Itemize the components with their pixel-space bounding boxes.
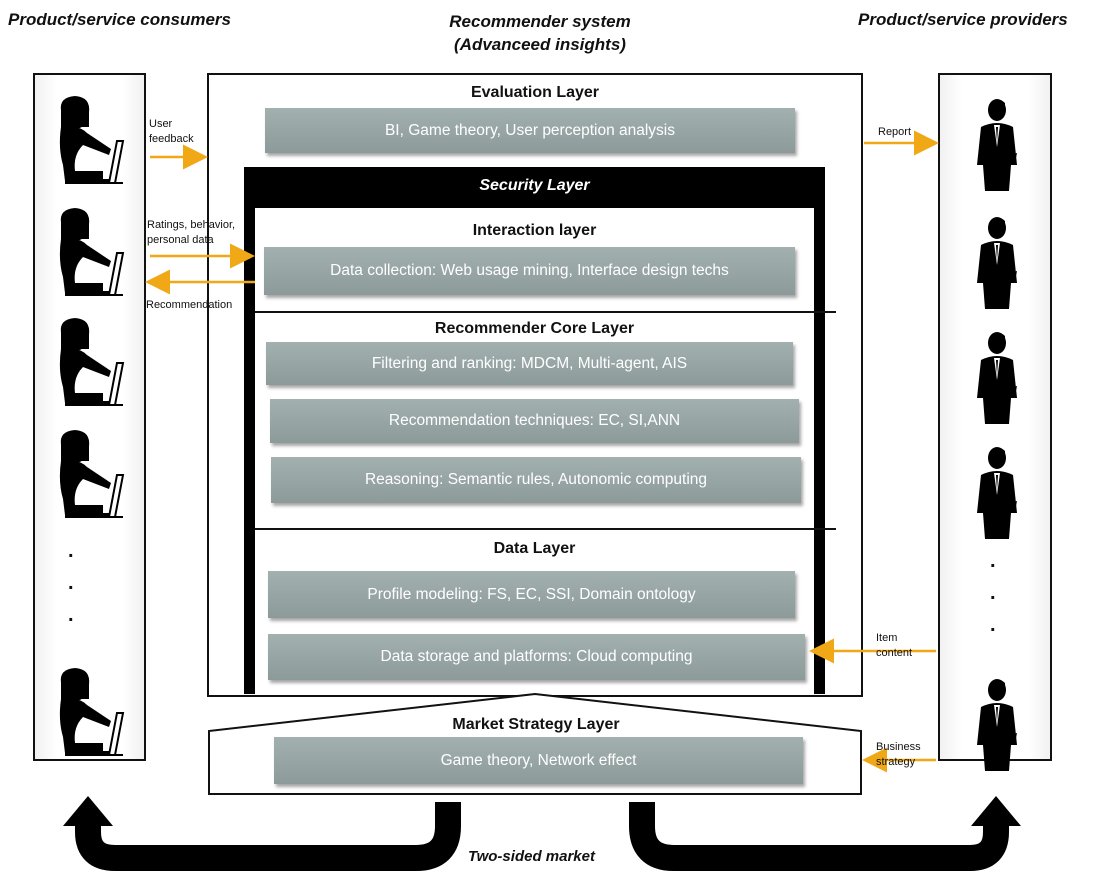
system-header-line1: Recommender system: [449, 12, 631, 31]
market-item: Game theory, Network effect: [274, 737, 803, 784]
right-market-arrowhead: [971, 796, 1021, 826]
system-header-line2: (Advanceed insights): [454, 35, 626, 54]
ratings-label: Ratings, behavior, personal data: [147, 219, 236, 246]
evaluation-layer-title: Evaluation Layer: [470, 84, 600, 101]
core-item-techniques: Recommendation techniques: EC, SI,ANN: [270, 399, 799, 443]
ellipsis-dot: .: [990, 614, 996, 636]
data-item-profile: Profile modeling: FS, EC, SSI, Domain on…: [268, 571, 795, 618]
report-label: Report: [878, 126, 912, 138]
left-market-arrow: [75, 802, 461, 871]
security-inner: Interaction layer Data collection: Web u…: [255, 208, 836, 694]
layer-divider: [255, 311, 836, 313]
consumers-panel: . . .: [33, 73, 146, 761]
business-strategy-label: Business strategy: [876, 741, 921, 768]
item-content-label: Item content: [876, 632, 913, 659]
layer-divider: [255, 528, 836, 530]
interaction-item: Data collection: Web usage mining, Inter…: [264, 247, 795, 295]
providers-header: Product/service providers: [858, 10, 1068, 29]
two-sided-market-label: Two-sided market: [468, 848, 595, 865]
data-item-storage: Data storage and platforms: Cloud comput…: [268, 634, 805, 680]
core-layer-title: Recommender Core Layer: [434, 320, 635, 337]
interaction-layer-title: Interaction layer: [472, 222, 597, 239]
core-item-reasoning: Reasoning: Semantic rules, Autonomic com…: [271, 457, 801, 503]
market-layer-title: Market Strategy Layer: [452, 716, 620, 733]
core-item-filtering: Filtering and ranking: MDCM, Multi-agent…: [266, 342, 793, 385]
evaluation-item: BI, Game theory, User perception analysi…: [265, 108, 795, 153]
data-layer-title: Data Layer: [493, 540, 576, 557]
user-feedback-label: User feedback: [149, 118, 194, 145]
left-market-arrowhead: [63, 796, 113, 826]
ellipsis-dot: .: [68, 540, 74, 562]
ellipsis-dot: .: [68, 572, 74, 594]
security-layer: Security Layer Interaction layer Data co…: [244, 167, 836, 694]
system-header: Recommender system (Advanceed insights): [380, 10, 700, 56]
ellipsis-dot: .: [990, 582, 996, 604]
right-market-arrow: [629, 802, 1009, 871]
ellipsis-dot: .: [990, 550, 996, 572]
recommendation-label: Recommendation: [146, 299, 233, 311]
ellipsis-dot: .: [68, 604, 74, 626]
security-layer-title: Security Layer: [479, 177, 590, 194]
providers-panel: . . .: [938, 73, 1052, 761]
consumers-header: Product/service consumers: [8, 10, 231, 29]
